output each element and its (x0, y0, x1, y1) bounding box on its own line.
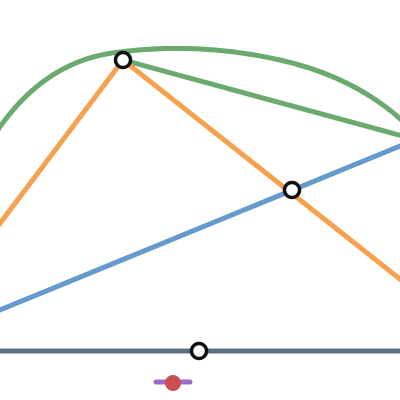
arc (0, 45, 400, 132)
green-segment (120, 57, 400, 138)
blue-line (0, 143, 400, 313)
orange-right-segment (120, 57, 400, 283)
point-baseline[interactable] (189, 341, 209, 361)
point-intersection[interactable] (282, 180, 302, 200)
point-top[interactable] (113, 50, 133, 70)
orange-left-segment (0, 57, 126, 228)
slider-knob[interactable] (165, 375, 181, 391)
